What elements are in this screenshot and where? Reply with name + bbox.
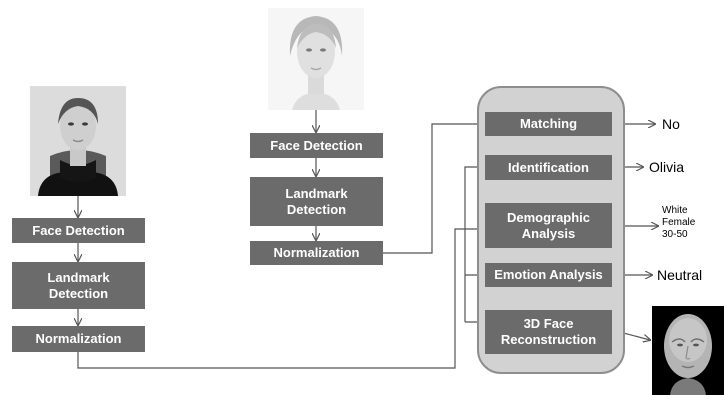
demographic-analysis-box: Demographic Analysis xyxy=(485,203,612,248)
demographic-output-gender: Female xyxy=(662,217,696,228)
portrait-middle-image xyxy=(268,8,364,110)
identification-output-label: Olivia xyxy=(649,159,685,175)
3d-face-reconstruction-box: 3D Face Reconstruction xyxy=(485,310,612,354)
middle-landmark-detection-box: Landmark Detection xyxy=(250,177,383,226)
emotion-analysis-box: Emotion Analysis xyxy=(485,263,612,287)
matching-output-label: No xyxy=(662,116,680,132)
middle-normalization-box: Normalization xyxy=(250,241,383,265)
demographic-output-age: 30-50 xyxy=(662,229,688,240)
middle-face-detection-box: Face Detection xyxy=(250,133,383,158)
left-face-detection-box: Face Detection xyxy=(12,218,145,243)
emotion-output-label: Neutral xyxy=(657,267,703,283)
left-normalization-box: Normalization xyxy=(12,326,145,352)
3d-face-render-image xyxy=(652,306,724,395)
demographic-output-race: White xyxy=(662,205,688,216)
identification-box: Identification xyxy=(485,155,612,180)
portrait-left-image xyxy=(30,86,126,196)
matching-box: Matching xyxy=(485,112,612,136)
connector-middle-normalization-to-matching xyxy=(383,124,484,254)
left-landmark-detection-box: Landmark Detection xyxy=(12,262,145,309)
demographic-output-label: White Female 30-50 xyxy=(662,205,695,241)
